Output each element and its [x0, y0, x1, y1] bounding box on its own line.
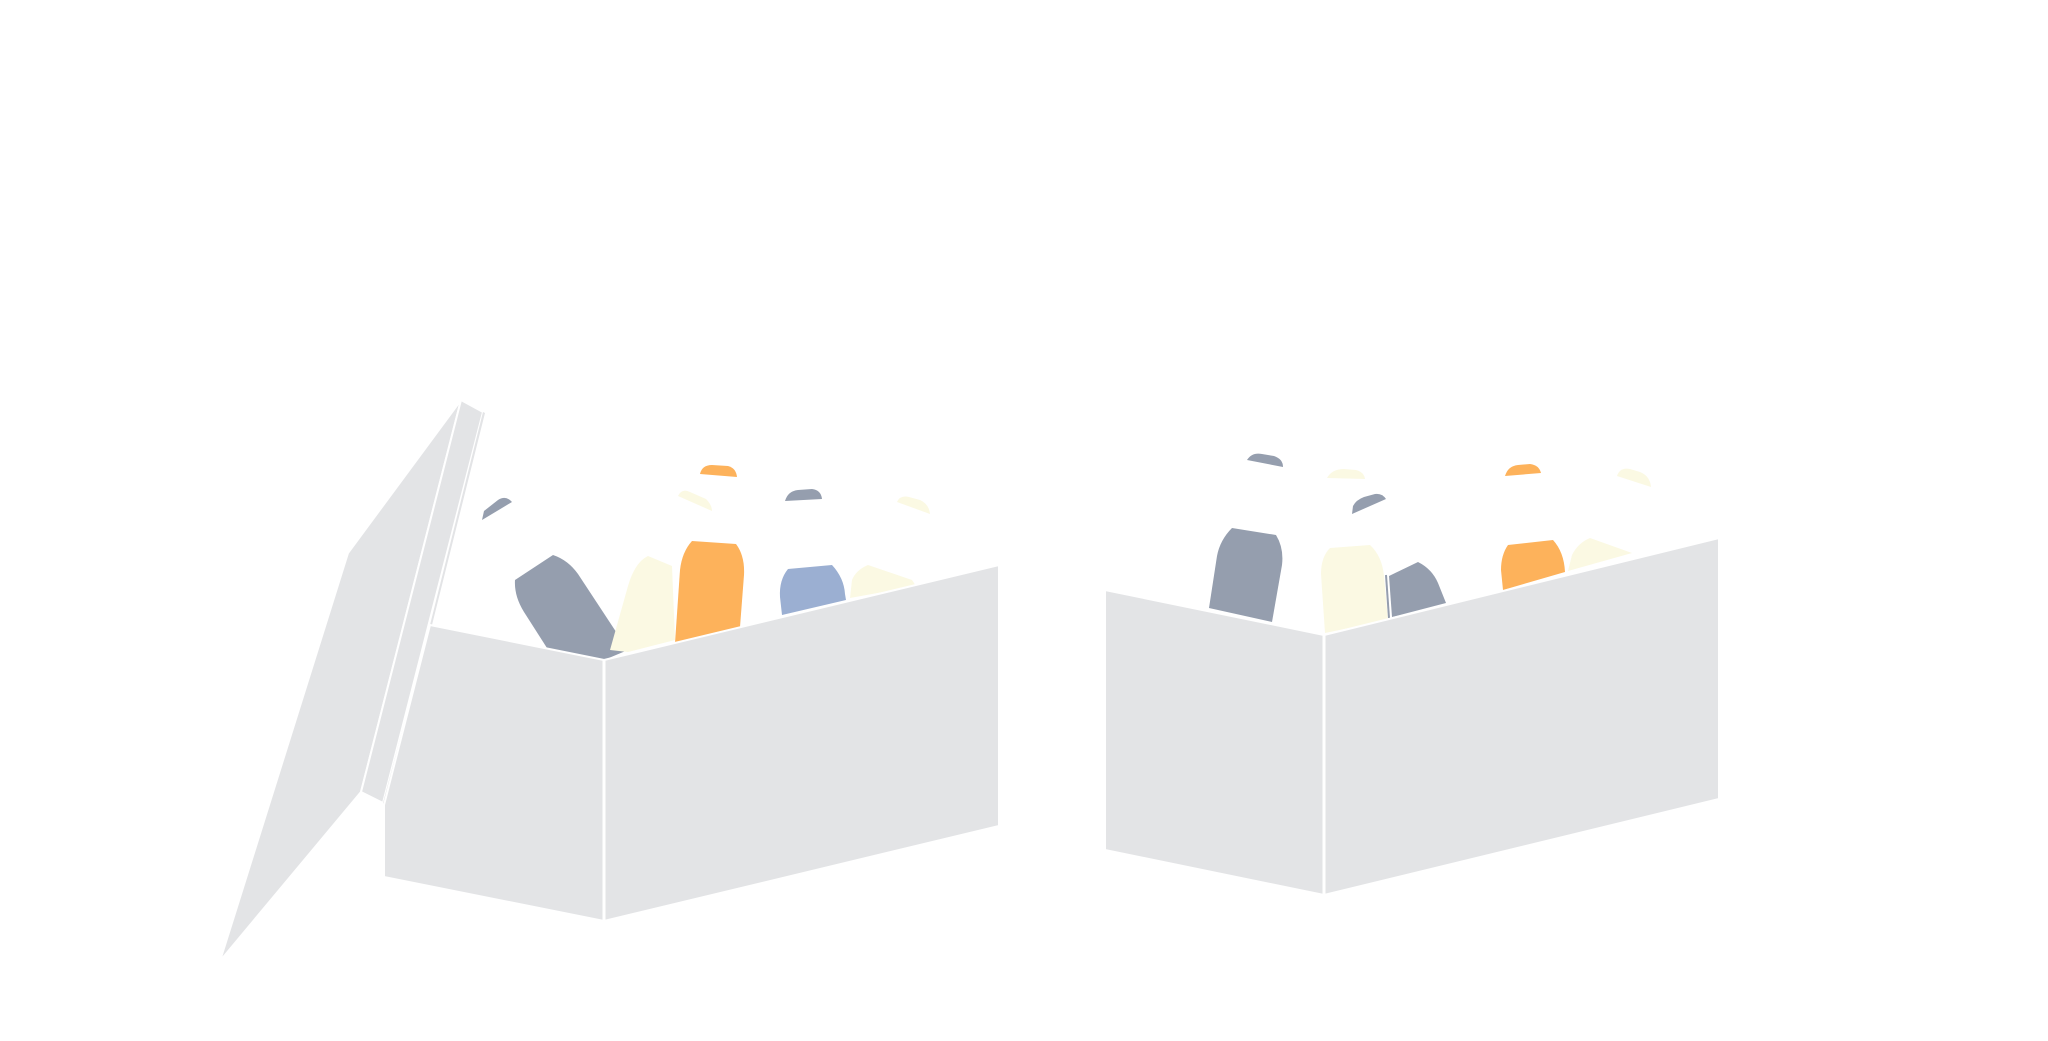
bottle-orange — [675, 541, 745, 643]
bottle-cap-gray — [1247, 453, 1283, 467]
bottle-cap-cream — [897, 496, 930, 514]
bottle-cream — [610, 556, 675, 652]
right-box-back-bottles — [1247, 453, 1651, 514]
bottle-cap-cream — [678, 490, 712, 511]
bottle-divider — [1385, 574, 1390, 619]
bottle-cap-gray — [785, 489, 822, 501]
left-box-front-face — [383, 623, 605, 923]
bottle-gray — [1209, 528, 1283, 622]
bottle-cap-cream — [1327, 469, 1365, 479]
bottle-cream — [1568, 538, 1632, 571]
bottle-gray — [1389, 562, 1446, 617]
bottle-gray — [514, 555, 628, 660]
bottle-cap-orange — [700, 465, 737, 477]
bottle-blue — [779, 565, 846, 615]
left-box-front-bottles — [514, 541, 916, 660]
left-box-back-bottles — [482, 465, 930, 520]
right-box-front-face — [1104, 588, 1325, 897]
bottle-orange — [1501, 540, 1565, 590]
bottle-cream — [850, 565, 916, 598]
bottle-cap-orange — [1505, 464, 1541, 476]
left-box — [219, 398, 1000, 962]
right-box — [1104, 453, 1720, 897]
bottle-cap-gray — [482, 497, 512, 520]
bottle-cap-gray — [1352, 493, 1386, 514]
bottle-cream — [1321, 545, 1388, 633]
right-box-front-bottles — [1209, 528, 1632, 633]
bottle-cap-cream — [1617, 468, 1651, 487]
